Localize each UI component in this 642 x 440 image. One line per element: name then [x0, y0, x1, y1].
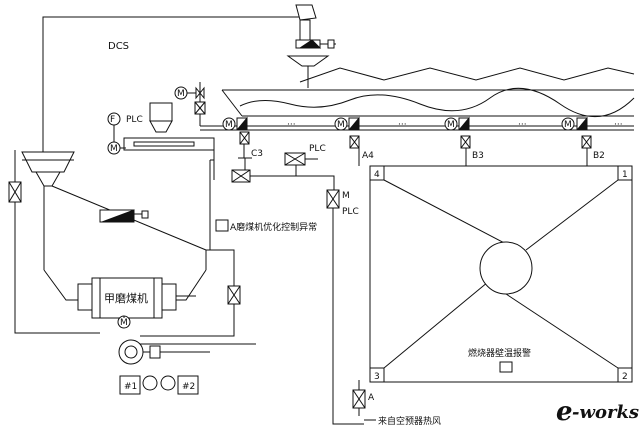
conveyor-motor-4-label: M	[564, 120, 572, 130]
mill-alarm-label: A磨煤机优化控制异常	[230, 221, 317, 233]
hot-air-label: 来自空预器热风	[378, 415, 441, 427]
eworks-watermark: e -works	[556, 397, 639, 427]
pipe-b2-label: B2	[593, 151, 605, 161]
ellipsis-3: ···	[518, 120, 527, 130]
coal-mill	[43, 269, 207, 329]
mill-name-label: 甲磨煤机	[104, 291, 148, 305]
furnace-corner-2: 2	[622, 372, 628, 382]
pipe-c3-label: C3	[251, 149, 263, 159]
plc-valve-label: PLC	[309, 144, 326, 154]
top-coal-hopper	[286, 4, 336, 88]
furnace-corner-3: 3	[374, 372, 380, 382]
coal-feeder	[107, 102, 215, 180]
conveyor-motor-units	[222, 116, 592, 149]
plc-feeder-label: PLC	[126, 115, 143, 125]
classifier	[21, 151, 211, 270]
watermark-e: e	[556, 397, 573, 427]
pipe-b3-label: B3	[472, 151, 484, 161]
ellipsis-4: ···	[614, 120, 623, 130]
left-damper	[8, 181, 22, 203]
conveyor-motor-3-label: M	[447, 120, 455, 130]
conveyor-motor-2-label: M	[337, 120, 345, 130]
ellipsis-2: ···	[398, 120, 407, 130]
mill-alarm-indicator	[215, 219, 229, 232]
top-motor-valve	[174, 82, 206, 126]
fan-1-label: #1	[124, 382, 137, 392]
plc-m-label: PLC	[342, 207, 359, 217]
pipe-m-label: M	[342, 191, 350, 201]
pipe-a4-label: A4	[362, 151, 374, 161]
furnace-corner-1: 1	[622, 170, 628, 180]
pipe-a-label: A	[368, 393, 375, 403]
pipe-drops	[243, 144, 588, 166]
flow-label: F	[110, 115, 115, 125]
ellipsis-1: ···	[287, 120, 296, 130]
furnace	[369, 165, 633, 383]
feeder-motor-label: M	[110, 144, 118, 154]
fan-indicators	[119, 375, 199, 395]
conveyor-belt	[200, 67, 635, 131]
furnace-corner-4: 4	[374, 170, 380, 180]
hot-air-pipes	[118, 152, 376, 425]
valve-motor-label: M	[177, 89, 185, 99]
mill-motor-label: M	[120, 318, 128, 328]
fan-2-label: #2	[182, 382, 195, 392]
watermark-works: -works	[572, 402, 639, 423]
dcs-label: DCS	[108, 41, 129, 52]
conveyor-motor-1-label: M	[225, 120, 233, 130]
burner-alarm-label: 燃烧器壁温报警	[468, 347, 531, 359]
